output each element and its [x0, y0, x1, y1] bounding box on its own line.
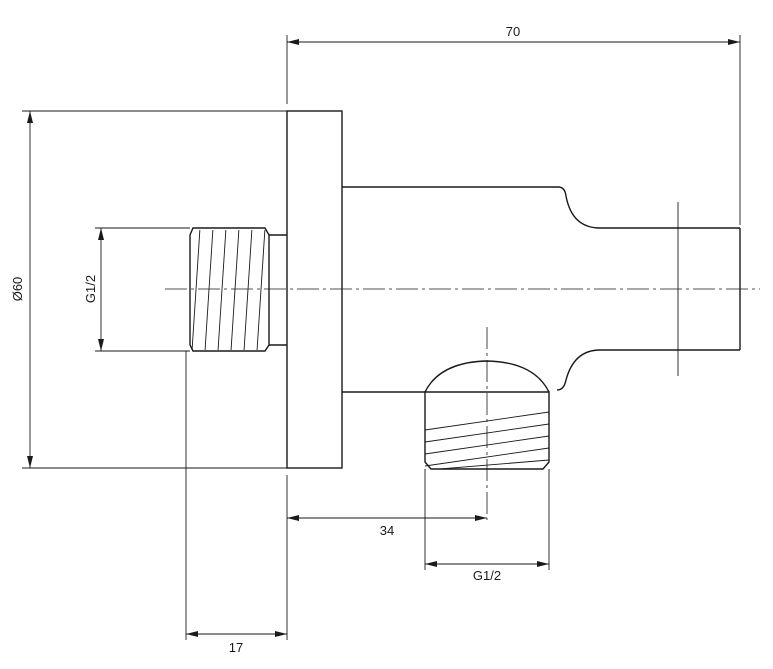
dimension-label-outlet-thread: G1/2 — [473, 568, 501, 583]
dimension-label-inlet-length: 17 — [229, 640, 243, 655]
inlet-threaded-stub — [189, 227, 287, 352]
dimension-label-outlet-offset: 34 — [380, 523, 394, 538]
center-lines — [165, 202, 760, 520]
dimension-label-inlet-thread: G1/2 — [83, 275, 98, 303]
dimension-overall-length: 70 — [286, 24, 741, 225]
dimension-inlet-length: 17 — [185, 351, 287, 655]
wall-flange — [286, 110, 343, 469]
dimension-label-overall-length: 70 — [506, 24, 520, 39]
dimension-inlet-thread: G1/2 — [83, 227, 190, 352]
dimension-outlet-thread: G1/2 — [424, 469, 550, 583]
dimension-label-flange-diameter: Ø60 — [10, 277, 25, 302]
dimension-flange-diameter: Ø60 — [10, 110, 287, 469]
dimension-outlet-offset: 34 — [286, 475, 487, 640]
elbow-body — [342, 186, 741, 393]
